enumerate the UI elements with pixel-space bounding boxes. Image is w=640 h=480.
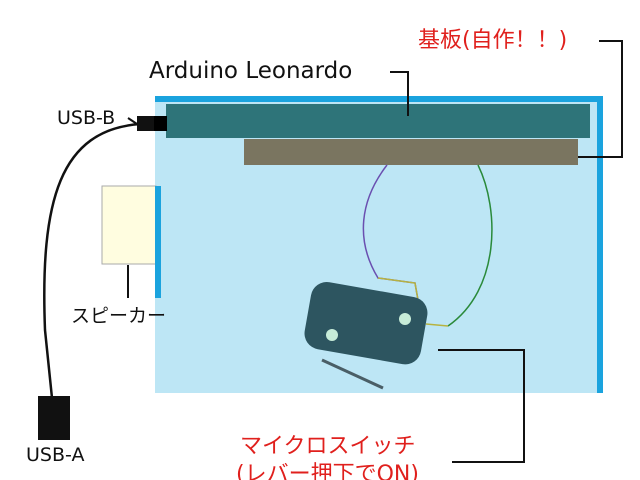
wire-yellow-2 <box>425 323 449 327</box>
custom-board <box>244 139 578 165</box>
enclosure-top-edge <box>155 96 603 102</box>
usb-b-label: USB-B <box>57 107 115 129</box>
speaker-label: スピーカー <box>71 305 166 327</box>
usb-a-plug <box>38 396 70 440</box>
wire-purple <box>362 164 419 301</box>
usb-cable <box>43 122 141 399</box>
arduino-leader-line <box>390 71 409 116</box>
enclosure-right-edge <box>597 96 603 393</box>
board-label: 基板(自作！！) <box>418 28 567 53</box>
wire-yellow-1 <box>377 277 419 301</box>
arduino-label: Arduino Leonardo <box>149 58 352 84</box>
microswitch-label-line1: マイクロスイッチ <box>240 434 416 459</box>
switch-leader-line <box>438 349 525 463</box>
board-leader-line <box>578 40 623 158</box>
usb-b-connector-tip <box>154 116 167 131</box>
switch-lever <box>321 358 384 390</box>
microswitch-label-line2: (レバー押下でON) <box>236 462 419 480</box>
switch-hole-left <box>326 329 338 341</box>
switch-hole-right <box>399 313 411 325</box>
speaker <box>101 185 157 265</box>
arduino-leonardo <box>166 104 590 138</box>
usb-b-leader-line <box>127 117 138 125</box>
wire-green <box>447 164 493 327</box>
speaker-mount <box>155 186 161 298</box>
micro-switch <box>304 281 428 365</box>
usb-a-label: USB-A <box>26 444 84 466</box>
